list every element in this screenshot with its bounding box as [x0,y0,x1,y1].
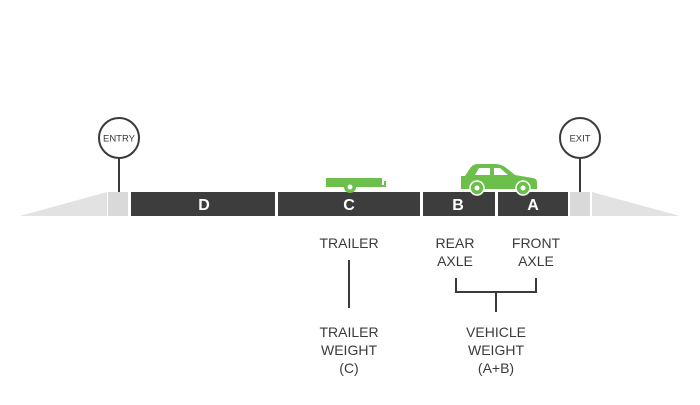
entry-pad [108,192,128,216]
segment-c [278,192,420,216]
trailer-weight-line-3: (C) [339,360,359,376]
segment-d-label: D [198,197,210,214]
exit-pad [570,192,590,216]
front-axle-line-2: AXLE [518,253,554,269]
trailer-label: TRAILER [299,234,399,252]
trailer-label-text: TRAILER [319,235,379,251]
front-axle-line-1: FRONT [511,235,561,251]
vehicle-weight-label: VEHICLE WEIGHT (A+B) [441,323,551,377]
trailer-weight-line-2: WEIGHT [321,342,377,358]
segment-b-label: B [452,197,464,214]
vehicle-weight-line-3: (A+B) [477,360,515,376]
rear-axle-line-2: AXLE [437,253,473,269]
segment-b [423,192,495,216]
vehicle-bracket [455,278,537,312]
exit-ramp [592,192,680,216]
trailer-icon [326,178,386,193]
rear-axle-label: REAR AXLE [415,234,495,270]
entry-sign-text: ENTRY [103,134,136,145]
trailer-weight-line-1: TRAILER [319,324,379,340]
exit-sign [559,117,601,159]
segment-a [498,192,568,216]
trailer-weight-label: TRAILER WEIGHT (C) [299,323,399,377]
exit-sign-text: EXIT [569,134,590,145]
front-axle-label: FRONT AXLE [496,234,576,270]
segment-a-label: A [527,197,539,214]
vehicle-weight-line-1: VEHICLE [466,324,526,340]
vehicle-weight-line-2: WEIGHT [468,342,524,358]
entry-ramp [20,192,107,216]
rear-axle-line-1: REAR [435,235,475,251]
entry-sign [98,117,140,159]
segment-d [131,192,275,216]
segment-c-label: C [343,197,355,214]
car-icon [461,164,537,196]
